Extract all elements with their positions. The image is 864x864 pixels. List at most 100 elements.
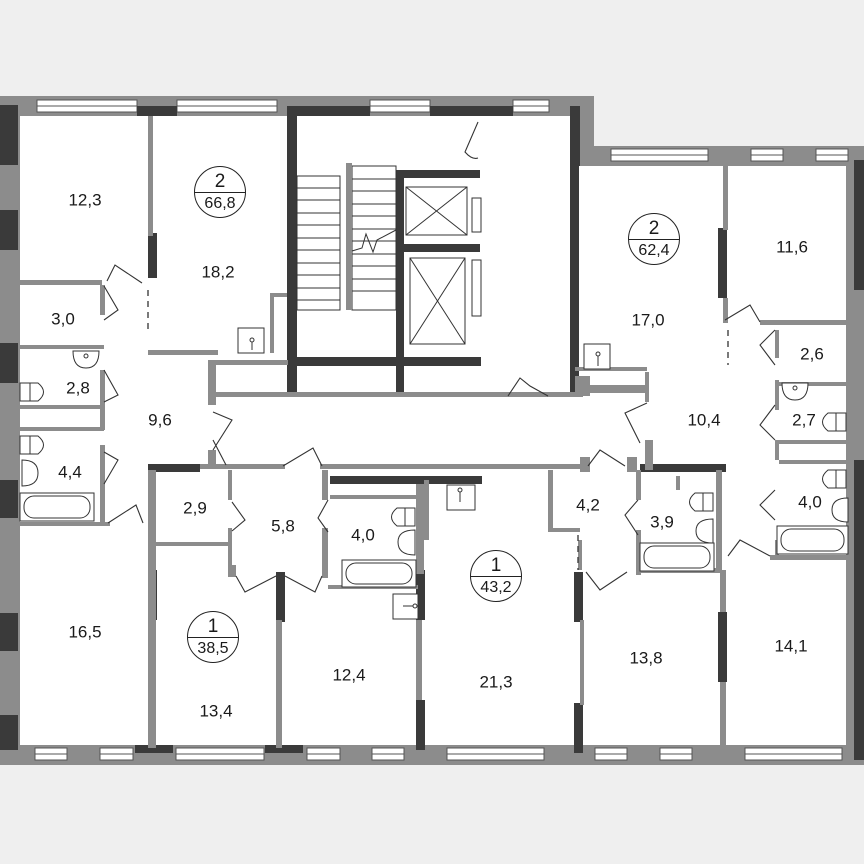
room-area-label: 5,8 — [271, 516, 295, 536]
badge-total-area: 38,5 — [197, 640, 229, 657]
sink-icon — [21, 459, 39, 487]
door-swing-icon — [759, 489, 776, 521]
elevator-shaft-icon — [405, 186, 482, 345]
window-icon — [815, 148, 849, 162]
window-icon — [175, 747, 265, 761]
door-swing-icon — [106, 264, 143, 284]
room-area-label: 13,4 — [199, 701, 233, 721]
room-area-label: 3,9 — [650, 512, 674, 532]
door-swing-icon — [724, 304, 761, 323]
badge-rooms-count: 1 — [207, 616, 219, 637]
room-area-label: 18,2 — [201, 262, 235, 282]
badge-rooms-count: 2 — [214, 171, 226, 192]
window-icon — [594, 747, 628, 761]
apartment-badge[interactable]: 2 66,8 — [194, 166, 246, 218]
window-icon — [34, 747, 68, 761]
room-area-label: 2,9 — [183, 498, 207, 518]
window-icon — [750, 148, 784, 162]
room-area-label: 4,4 — [58, 462, 82, 482]
door-swing-icon — [464, 121, 479, 159]
room-area-label: 12,3 — [68, 190, 102, 210]
bathtub-icon — [341, 559, 417, 588]
window-icon — [512, 99, 550, 113]
window-icon — [371, 747, 405, 761]
room-area-label: 2,6 — [800, 344, 824, 364]
bathtub-icon — [639, 542, 715, 572]
apartment-badge[interactable]: 1 43,2 — [470, 550, 522, 602]
room-area-label: 4,0 — [351, 525, 375, 545]
door-swing-icon — [624, 402, 648, 444]
room-area-label: 4,0 — [798, 492, 822, 512]
toilet-icon — [689, 492, 714, 512]
door-swing-icon — [585, 571, 628, 591]
door-swing-icons — [103, 121, 776, 593]
room-area-label: 2,8 — [66, 378, 90, 398]
badge-divider — [188, 637, 238, 638]
staircase-icon — [296, 163, 397, 311]
sink-icon — [831, 497, 849, 523]
building-floor — [8, 104, 864, 760]
window-icon — [446, 747, 545, 761]
badge-divider — [471, 576, 521, 577]
sink-icon — [397, 529, 416, 556]
load-bearing-walls — [0, 105, 864, 760]
door-swing-icon — [107, 504, 144, 524]
sink-icons — [21, 327, 849, 620]
window-icon — [36, 99, 138, 113]
door-swing-icon — [284, 575, 323, 593]
window-icon — [306, 747, 341, 761]
badge-total-area: 66,8 — [204, 195, 236, 212]
sink-icon — [237, 327, 265, 354]
badge-divider — [195, 192, 245, 193]
door-swing-icon — [103, 369, 119, 403]
room-area-label: 11,6 — [776, 237, 808, 257]
door-swing-icon — [317, 499, 329, 533]
sink-icon — [781, 382, 809, 401]
badge-rooms-count: 1 — [490, 555, 502, 576]
sink-icon — [446, 484, 476, 511]
room-area-label: 10,4 — [687, 410, 721, 430]
sink-icon — [392, 593, 419, 620]
door-swing-icon — [103, 451, 119, 485]
apartment-badge[interactable]: 1 38,5 — [187, 611, 239, 663]
badge-total-area: 62,4 — [638, 242, 670, 259]
room-area-label: 16,5 — [68, 622, 102, 642]
door-swing-icon — [282, 447, 323, 467]
room-area-label: 13,8 — [629, 648, 663, 668]
door-swing-icon — [624, 499, 639, 536]
window-icon — [659, 747, 693, 761]
door-swing-icon — [759, 329, 776, 366]
door-swing-icon — [727, 539, 771, 557]
door-swing-icon — [212, 439, 227, 466]
toilet-icon — [19, 382, 44, 402]
bathtub-icons — [19, 492, 849, 588]
door-swing-icon — [231, 501, 246, 532]
toilet-icon — [391, 507, 416, 527]
window-icon — [99, 747, 134, 761]
toilet-icons — [19, 382, 847, 527]
window-icon — [369, 99, 431, 113]
bathtub-icon — [19, 492, 95, 522]
room-area-label: 14,1 — [774, 636, 808, 656]
door-swing-icon — [103, 285, 119, 321]
room-area-label: 9,6 — [148, 410, 172, 430]
apartment-badge[interactable]: 2 62,4 — [628, 213, 680, 265]
door-swing-icon — [587, 449, 626, 467]
room-area-label: 12,4 — [332, 665, 366, 685]
room-area-label: 21,3 — [479, 672, 513, 692]
room-area-label: 3,0 — [51, 309, 75, 329]
bathtub-icon — [776, 525, 849, 555]
zone-divider-lines — [147, 290, 729, 570]
door-swing-icon — [507, 377, 549, 397]
door-swing-icon — [759, 404, 776, 441]
door-swing-icon — [235, 575, 277, 593]
sink-icon — [583, 343, 611, 370]
windows — [34, 99, 849, 761]
room-area-label: 4,2 — [576, 495, 600, 515]
window-icon — [610, 148, 709, 162]
sink-icon — [72, 350, 100, 369]
toilet-icon — [19, 435, 44, 455]
toilet-icon — [822, 412, 847, 432]
badge-rooms-count: 2 — [648, 218, 660, 239]
